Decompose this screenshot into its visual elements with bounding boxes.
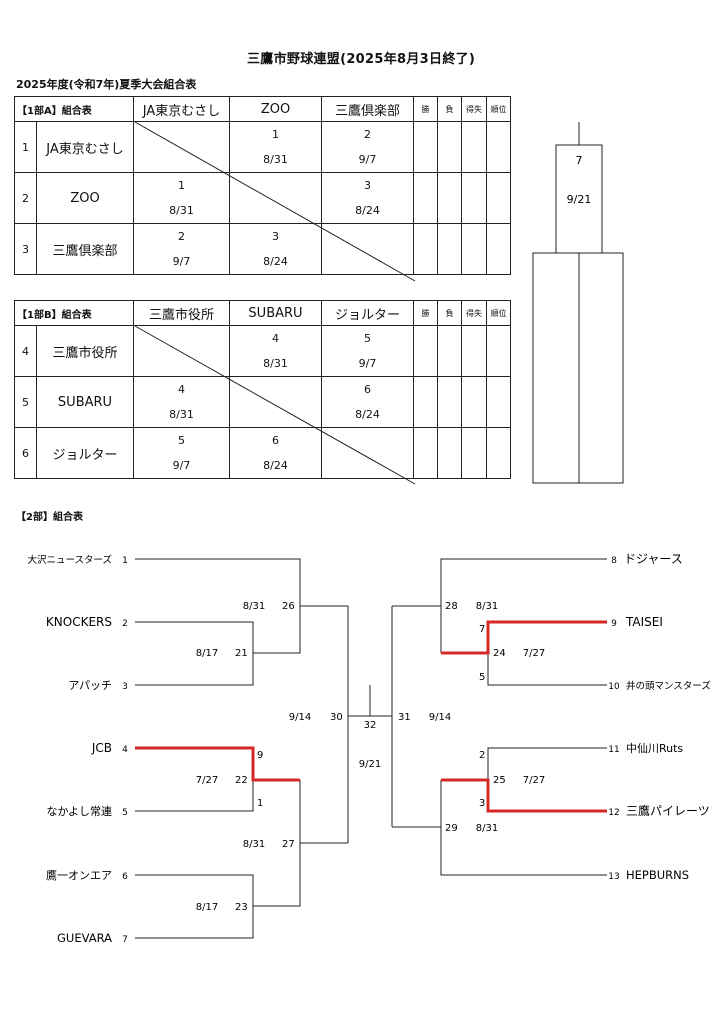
page-title: 三鷹市野球連盟(2025年8月3日終了) — [247, 52, 476, 67]
game-date: 8/31 — [476, 601, 498, 612]
winner-path-pirates — [441, 778, 607, 813]
winner-paths — [135, 620, 607, 813]
score: 2 — [479, 750, 485, 761]
team-name: ZOO — [35, 172, 135, 224]
run-diff-cell — [461, 121, 488, 173]
team-no: 13 — [608, 872, 619, 882]
rank-cell — [486, 223, 512, 275]
game-labels: 26 8/31 21 8/17 9 22 7/27 1 27 8/31 23 8… — [196, 601, 545, 913]
run-diff-header: 得失 — [461, 96, 488, 122]
team-name: アパッチ — [68, 679, 112, 692]
team-no: 5 — [122, 808, 128, 818]
losses-cell — [437, 325, 462, 377]
score: 5 — [479, 672, 485, 683]
run-diff-cell — [461, 223, 488, 275]
game-date: 9/14 — [289, 712, 311, 723]
losses-cell — [437, 427, 462, 479]
team-no: 11 — [608, 745, 619, 755]
game-date: 7/27 — [196, 775, 218, 786]
team-no: 1 — [122, 556, 128, 566]
team-name: JCB — [91, 741, 112, 755]
game-no: 23 — [235, 902, 248, 913]
score: 9 — [257, 750, 263, 761]
team-name: 井の頭マンスターズ — [626, 680, 711, 692]
score: 7 — [479, 624, 485, 635]
game-no: 29 — [445, 823, 458, 834]
team-name: ジョルター — [36, 427, 134, 479]
wins-header: 勝 — [413, 300, 438, 326]
losses-cell — [437, 121, 463, 173]
team-no: 9 — [611, 619, 617, 629]
rank-cell — [486, 325, 511, 377]
group-a-col-1: JA東京むさし — [133, 96, 231, 122]
team-name: TAISEI — [625, 615, 663, 629]
team-no: 8 — [611, 556, 617, 566]
game-no: 24 — [493, 648, 506, 659]
game-date: 9/14 — [429, 712, 451, 723]
final1-game-no: 7 — [576, 154, 583, 167]
game-no: 30 — [330, 712, 343, 723]
final1-date: 9/21 — [567, 193, 592, 206]
team-no: 6 — [122, 872, 128, 882]
group-b-col-3: ジョルター — [321, 300, 414, 326]
wins-cell — [413, 427, 438, 479]
team-name: GUEVARA — [57, 931, 112, 945]
game-date: 8/31 — [476, 823, 498, 834]
score: 1 — [257, 798, 263, 809]
game-date: 8/17 — [196, 902, 218, 913]
team-name: 大沢ニュースターズ — [27, 554, 112, 566]
team-name: 三鷹パイレーツ — [626, 803, 710, 818]
game-date: 8/31 — [243, 839, 265, 850]
team-name: 三鷹倶楽部 — [35, 223, 135, 275]
team-no: 4 — [122, 745, 128, 755]
team-name: KNOCKERS — [46, 615, 112, 629]
rank-cell — [486, 172, 512, 224]
right-teams: 8 ドジャース 9 TAISEI 10 井の頭マンスターズ 11 中仙川Ruts… — [608, 552, 711, 882]
rank-cell — [486, 121, 512, 173]
team-no: 3 — [122, 682, 128, 692]
game-date: 8/17 — [196, 648, 218, 659]
game-date: 9/21 — [359, 759, 381, 770]
div2-caption: 【2部】組合表 — [16, 512, 83, 523]
wins-cell — [413, 223, 439, 275]
team-name: なかよし常連 — [47, 804, 112, 818]
team-no: 2 — [122, 619, 128, 629]
team-no: 6 — [14, 427, 37, 479]
team-name: 鷹一オンエア — [46, 868, 112, 882]
run-diff-cell — [461, 172, 488, 224]
score: 3 — [479, 798, 485, 809]
game-no: 26 — [282, 601, 295, 612]
game-date: 7/27 — [523, 648, 545, 659]
team-no: 10 — [608, 682, 620, 692]
left-teams: 大沢ニュースターズ 1 KNOCKERS 2 アパッチ 3 JCB 4 なかよし… — [27, 554, 128, 945]
winner-path-jcb — [135, 746, 300, 782]
game-no: 28 — [445, 601, 458, 612]
team-name: 中仙川Ruts — [626, 742, 683, 755]
team-name: SUBARU — [36, 376, 134, 428]
game-date: 7/27 — [523, 775, 545, 786]
group-a-col-3: 三鷹倶楽部 — [321, 96, 415, 122]
game-no: 22 — [235, 775, 248, 786]
team-name: JA東京むさし — [35, 121, 135, 173]
game-no: 31 — [398, 712, 411, 723]
group-b-col-2: SUBARU — [229, 300, 322, 326]
team-no: 12 — [608, 808, 619, 818]
game-no: 25 — [493, 775, 506, 786]
rank-cell — [486, 427, 511, 479]
run-diff-cell — [461, 427, 487, 479]
page-subtitle: 2025年度(令和7年)夏季大会組合表 — [16, 78, 197, 91]
winner-path-taisei — [441, 620, 607, 655]
bracket-lines — [135, 558, 607, 939]
game-no: 32 — [364, 720, 377, 731]
team-name: HEPBURNS — [626, 868, 689, 882]
team-no: 7 — [122, 935, 128, 945]
game-no: 21 — [235, 648, 248, 659]
wins-cell — [413, 325, 438, 377]
game-no: 27 — [282, 839, 295, 850]
team-name: ドジャース — [624, 552, 683, 566]
game-date: 8/31 — [243, 601, 265, 612]
